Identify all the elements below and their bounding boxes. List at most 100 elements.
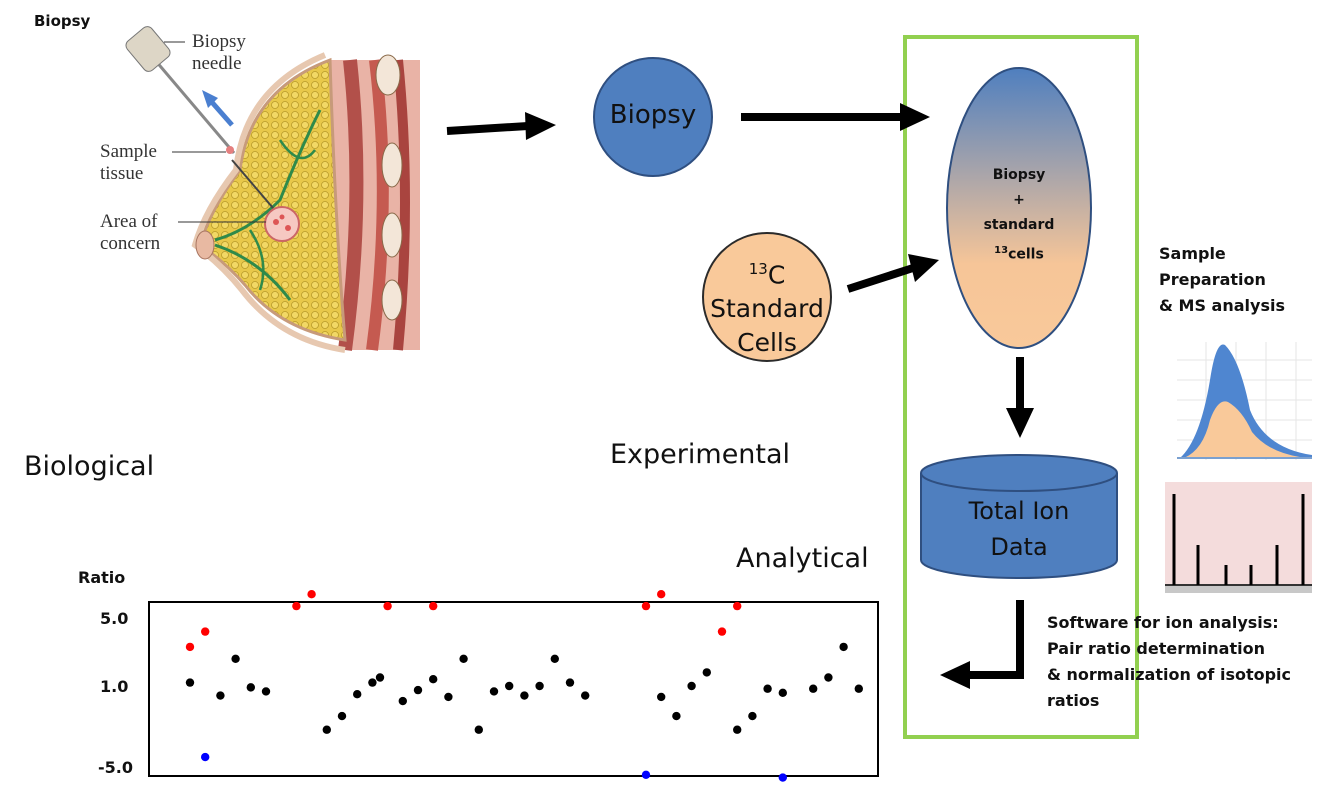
scatter-point-red-0 — [185, 642, 195, 652]
scatter-point-black-28 — [748, 711, 757, 721]
sample-tissue-label: Sample tissue — [100, 141, 157, 185]
breast-anatomy-illustration — [125, 26, 420, 353]
standard-cells-line3: Cells — [737, 328, 797, 358]
scatter-point-red-1 — [201, 627, 210, 636]
scatter-point-blue-2 — [778, 773, 787, 782]
scatter-point-red-6 — [641, 601, 651, 611]
scatter-point-red-4 — [383, 601, 392, 611]
software-line4: ratios — [1047, 691, 1100, 710]
scatter-point-black-0 — [185, 678, 195, 687]
scatter-point-black-34 — [854, 684, 863, 693]
total-ion-data-cylinder — [920, 454, 1118, 579]
sample-prep-line1: Sample — [1159, 244, 1226, 263]
needle-label-line1: Biopsy — [192, 31, 246, 52]
mixed-sample-node — [946, 67, 1092, 349]
mix-line2: + — [1013, 192, 1025, 208]
scatter-point-black-18 — [520, 691, 529, 700]
scatter-point-black-13 — [444, 692, 453, 702]
scatter-point-black-11 — [413, 685, 423, 695]
analytical-section-label: Analytical — [736, 543, 869, 574]
scatter-point-red-9 — [733, 601, 742, 611]
scatter-point-blue-1 — [641, 770, 651, 780]
scatter-point-red-7 — [657, 590, 666, 599]
needle-label: Biopsy needle — [192, 31, 246, 75]
sample-label-line2: tissue — [100, 163, 144, 184]
scatter-point-black-16 — [489, 687, 499, 696]
scatter-point-black-27 — [733, 725, 742, 734]
biopsy-node — [593, 57, 713, 177]
ratio-axis-label: Ratio — [78, 568, 126, 587]
scatter-point-black-33 — [839, 642, 848, 652]
mixed-sample-label: Biopsy + standard 13cells — [968, 163, 1070, 268]
scatter-point-black-24 — [672, 711, 681, 721]
software-line1: Software for ion analysis: — [1047, 613, 1279, 632]
scatter-point-black-31 — [809, 684, 818, 693]
ratio-scatter-points — [185, 590, 863, 782]
scatter-point-blue-0 — [201, 752, 210, 762]
scatter-point-black-7 — [353, 690, 362, 699]
ratio-plot-frame — [148, 601, 879, 777]
standard-cells-label: 13C Standard Cells — [703, 252, 831, 360]
scatter-point-black-5 — [322, 725, 331, 734]
scatter-point-black-20 — [550, 654, 559, 663]
biopsy-node-label: Biopsy — [609, 100, 697, 130]
scatter-point-black-3 — [246, 683, 255, 692]
scatter-point-black-26 — [702, 668, 711, 677]
mix-line1: Biopsy — [992, 167, 1046, 183]
area-label-line1: Area of — [100, 211, 158, 232]
scatter-point-red-8 — [717, 627, 727, 636]
mix-line4: cells — [1008, 246, 1044, 263]
cylinder-line1: Total Ion — [968, 497, 1070, 525]
sample-prep-line2: Preparation — [1159, 270, 1266, 289]
scatter-point-black-8 — [368, 678, 377, 687]
y-tick-label-mid: 1.0 — [100, 677, 129, 696]
sample-prep-note: Sample Preparation & MS analysis — [1159, 241, 1285, 319]
scatter-point-red-2 — [292, 601, 301, 611]
cylinder-line2: Data — [990, 533, 1048, 561]
standard-cells-isotope: 13 — [748, 260, 768, 278]
mix-isotope: 13 — [994, 245, 1009, 256]
standard-cells-line1: C — [767, 260, 786, 290]
biological-section-label: Biological — [24, 451, 155, 482]
mix-line3: standard — [983, 217, 1055, 233]
scatter-point-black-23 — [657, 692, 666, 702]
sample-label-line1: Sample — [100, 141, 157, 162]
area-of-concern-label: Area of concern — [100, 211, 160, 255]
experimental-section-label: Experimental — [610, 439, 791, 470]
needle-label-line2: needle — [192, 53, 242, 74]
scatter-point-black-12 — [429, 675, 438, 684]
area-label-line2: concern — [100, 233, 161, 254]
y-tick-label-bottom: -5.0 — [98, 758, 133, 777]
cylinder-label: Total Ion Data — [921, 493, 1117, 565]
scatter-point-black-22 — [581, 691, 590, 700]
standard-cells-line2: Standard — [710, 294, 824, 324]
corner-title: Biopsy — [34, 12, 91, 30]
scatter-point-black-14 — [459, 654, 468, 663]
spectrum-thumbnail — [1165, 482, 1312, 593]
experimental-box — [903, 35, 1139, 739]
standard-cells-node — [702, 232, 832, 362]
scatter-point-red-5 — [429, 601, 438, 611]
scatter-point-black-32 — [824, 673, 833, 682]
scatter-point-black-21 — [565, 678, 575, 687]
scatter-point-red-3 — [307, 590, 316, 599]
scatter-point-black-25 — [687, 681, 696, 691]
software-note: Software for ion analysis: Pair ratio de… — [1047, 610, 1291, 714]
sample-prep-line3: & MS analysis — [1159, 296, 1285, 315]
software-line3: & normalization of isotopic — [1047, 665, 1292, 684]
scatter-point-black-4 — [261, 687, 271, 696]
scatter-point-black-10 — [398, 696, 407, 706]
scatter-point-black-15 — [474, 725, 483, 734]
software-line2: Pair ratio determination — [1047, 639, 1265, 658]
scatter-point-black-19 — [535, 681, 544, 691]
ms-peak-thumbnail — [1177, 342, 1312, 460]
scatter-point-black-17 — [505, 681, 514, 691]
scatter-point-black-29 — [763, 684, 772, 693]
flow-arrows — [446, 103, 1034, 689]
scatter-point-black-1 — [216, 691, 225, 700]
scatter-point-black-6 — [337, 711, 347, 721]
scatter-point-black-9 — [375, 673, 385, 682]
scatter-point-black-2 — [231, 654, 240, 663]
y-tick-label-top: 5.0 — [100, 609, 129, 628]
